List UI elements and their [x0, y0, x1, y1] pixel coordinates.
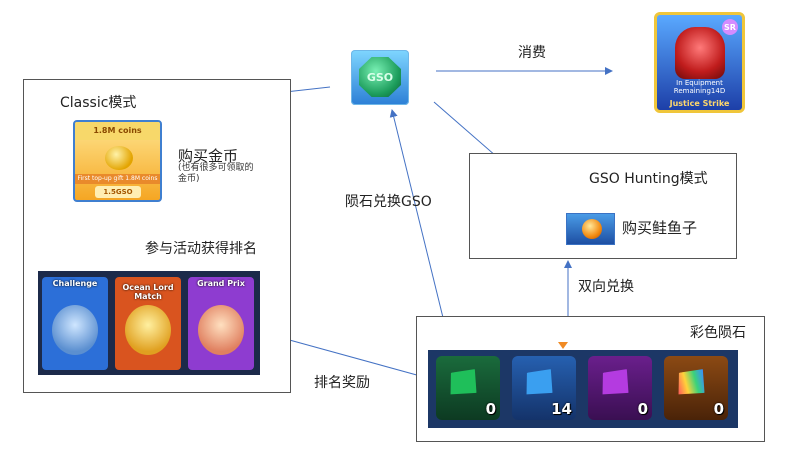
- meteorite-panel: 0 14 0 0: [428, 342, 738, 428]
- classic-mode-title: Classic模式: [60, 95, 137, 111]
- rainbow-meteorite-icon: [673, 367, 709, 400]
- events-panel: Challenge Ocean Lord Match Grand Prix: [38, 271, 260, 375]
- gso-coin-icon: GSO: [359, 57, 401, 97]
- robot-status-line1: In Equipment: [676, 79, 723, 87]
- robot-status-line2: Remaining14D: [673, 87, 726, 95]
- panel-pointer-icon: [558, 342, 568, 349]
- gso-hunting-title: GSO Hunting模式: [589, 171, 708, 187]
- rank-reward-label: 排名奖励: [314, 375, 370, 391]
- robot-name: Justice Strike: [669, 99, 730, 108]
- buy-coins-label: 购买金币: [178, 147, 239, 165]
- meteorite-slot-rainbow: 0: [664, 356, 728, 420]
- two-way-exchange-label: 双向兑换: [578, 279, 634, 295]
- arrow-meteorite-to-gso: [389, 109, 449, 339]
- rarity-badge: SR: [722, 19, 738, 35]
- red-mech-robot-icon: [675, 27, 725, 79]
- consume-label: 消费: [518, 45, 546, 61]
- buy-roe-label: 购买鲑鱼子: [622, 219, 698, 237]
- meteorite-title: 彩色陨石: [690, 325, 746, 341]
- event-title: Grand Prix: [197, 279, 245, 288]
- meteorite-count: 14: [551, 400, 572, 418]
- salmon-roe-icon: [582, 219, 602, 239]
- shark-character-icon: [52, 305, 98, 355]
- coins-pack-price: 1.5GSO: [95, 186, 141, 198]
- event-card-ocean-lord: Ocean Lord Match: [115, 277, 181, 370]
- join-events-label: 参与活动获得排名: [145, 241, 257, 257]
- event-card-grand-prix: Grand Prix: [188, 277, 254, 370]
- meteorite-slot-blue: 14: [512, 356, 576, 420]
- coins-pack-header: 1.8M coins: [75, 122, 160, 140]
- gold-coin-pile-icon: [105, 146, 133, 170]
- meteorite-exchange-label: 陨石兑换GSO: [345, 194, 432, 210]
- gso-token-tile: GSO: [351, 50, 409, 105]
- coins-pack-strip: First top-up gift 1.8M coins: [75, 174, 160, 184]
- meteorite-slot-green: 0: [436, 356, 500, 420]
- meteorite-count: 0: [637, 400, 648, 418]
- purple-meteorite-icon: [597, 367, 633, 400]
- golden-frog-character-icon: [125, 305, 171, 355]
- buy-coins-note: (也有很多可领取的金币): [178, 163, 254, 184]
- meteorite-count: 0: [713, 400, 724, 418]
- event-card-challenge: Challenge: [42, 277, 108, 370]
- meteorite-count: 0: [485, 400, 496, 418]
- coins-pack-card: 1.8M coins First top-up gift 1.8M coins …: [73, 120, 162, 202]
- fortune-cat-character-icon: [198, 305, 244, 355]
- salmon-roe-tile: [566, 213, 615, 245]
- event-title: Challenge: [52, 279, 98, 288]
- green-meteorite-icon: [445, 367, 481, 400]
- justice-strike-card: SR In Equipment Remaining14D Justice Str…: [654, 12, 745, 113]
- meteorite-slot-purple: 0: [588, 356, 652, 420]
- blue-meteorite-icon: [521, 367, 557, 400]
- event-title: Ocean Lord Match: [122, 283, 174, 301]
